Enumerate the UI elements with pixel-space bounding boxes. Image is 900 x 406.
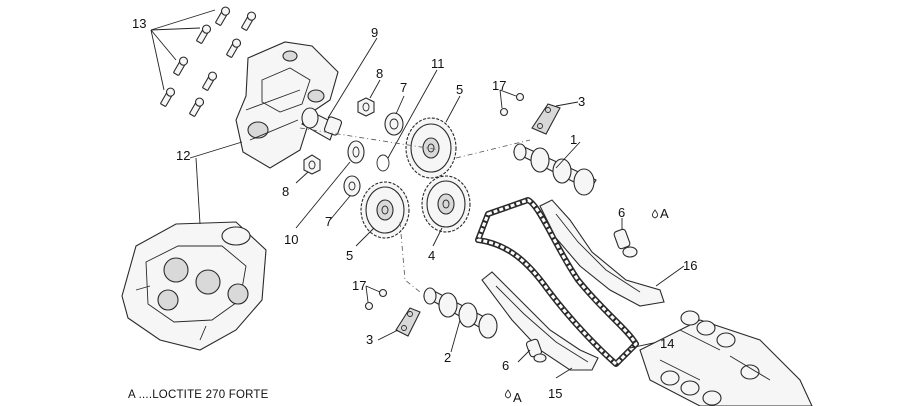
droplet-icon: [651, 209, 659, 219]
callout-4: 4: [428, 248, 435, 263]
droplet-icon: [504, 389, 512, 399]
nut-8-upper: [357, 97, 375, 117]
leader-5b: [355, 227, 375, 247]
washer-7-lower: [343, 175, 361, 197]
callout-17: 17: [352, 278, 366, 293]
screw-17-lower-b: [364, 301, 374, 311]
pivot-pin-6-lower: [525, 338, 547, 363]
callout-6: 6: [502, 358, 509, 373]
callout-15: 15: [548, 386, 562, 401]
leader-10: [295, 161, 351, 229]
callout-9: 9: [371, 25, 378, 40]
marker-a: A: [660, 206, 669, 221]
callout-3: 3: [366, 332, 373, 347]
washer-10: [347, 140, 365, 164]
leader-3a: [555, 101, 579, 107]
bracket-3-lower: [395, 307, 421, 337]
bracket-3-upper: [531, 103, 561, 135]
callout-12: 12: [176, 148, 190, 163]
callout-17: 17: [492, 78, 506, 93]
callout-3: 3: [578, 94, 585, 109]
leader-1: [555, 141, 581, 169]
camshaft-1: [512, 143, 597, 196]
chain-guide-16: [539, 199, 665, 307]
callout-13: 13: [132, 16, 146, 31]
leader-4: [432, 227, 443, 247]
leader-7a: [395, 95, 405, 115]
assembly-axis-lines: [299, 127, 531, 293]
timing-chain-14: [475, 197, 639, 367]
screw-17-upper-b: [499, 107, 509, 117]
oring-11: [376, 154, 390, 172]
callout-8: 8: [376, 66, 383, 81]
pivot-pin-6-upper: [613, 228, 638, 258]
callout-10: 10: [284, 232, 298, 247]
callout-6: 6: [618, 205, 625, 220]
callout-11: 11: [431, 56, 445, 71]
shaft-9: [301, 107, 343, 141]
screw-17-lower-a: [378, 288, 388, 298]
leader-17b: [365, 285, 381, 303]
leader-9: [327, 37, 378, 119]
leader-3b: [377, 329, 399, 341]
callout-8: 8: [282, 184, 289, 199]
leader-5a: [445, 95, 461, 123]
callout-5: 5: [346, 248, 353, 263]
gear-4: [421, 175, 471, 233]
leader-8a: [369, 79, 381, 99]
leader-16: [655, 265, 685, 287]
callout-14: 14: [660, 336, 674, 351]
leader-7b: [329, 195, 351, 221]
callout-16: 16: [683, 258, 697, 273]
callout-7: 7: [325, 214, 332, 229]
leader-2: [450, 319, 461, 353]
loctite-footnote: A ....LOCTITE 270 FORTE: [128, 389, 269, 401]
leader-17a: [499, 89, 517, 109]
tensioner-slider-15: [481, 271, 599, 371]
washer-7-upper: [384, 112, 404, 136]
leader-lines-13: [150, 9, 216, 91]
callout-7: 7: [400, 80, 407, 95]
callout-1: 1: [570, 132, 577, 147]
cam-carrier-housing: [235, 41, 339, 169]
nut-8-lower: [303, 154, 321, 175]
callout-5: 5: [456, 82, 463, 97]
marker-a: A: [513, 390, 522, 405]
leader-8b: [295, 171, 309, 184]
leader-15: [555, 367, 573, 379]
gear-5-lower: [360, 181, 410, 239]
camshaft-2: [422, 287, 498, 339]
callout-labels: 1 2 3 3 4 5 5 6 6 7 7 8 8 9 10 11 12 13 …: [132, 16, 697, 405]
leader-lines-12: [189, 141, 243, 225]
cylinder-head: [121, 221, 267, 351]
valve-train-assembly: [639, 310, 813, 406]
bolt-group-13: [160, 6, 257, 117]
leader-6b: [517, 349, 531, 363]
screw-17-upper-a: [515, 92, 525, 102]
callout-2: 2: [444, 350, 451, 365]
gear-5-upper: [405, 117, 457, 179]
